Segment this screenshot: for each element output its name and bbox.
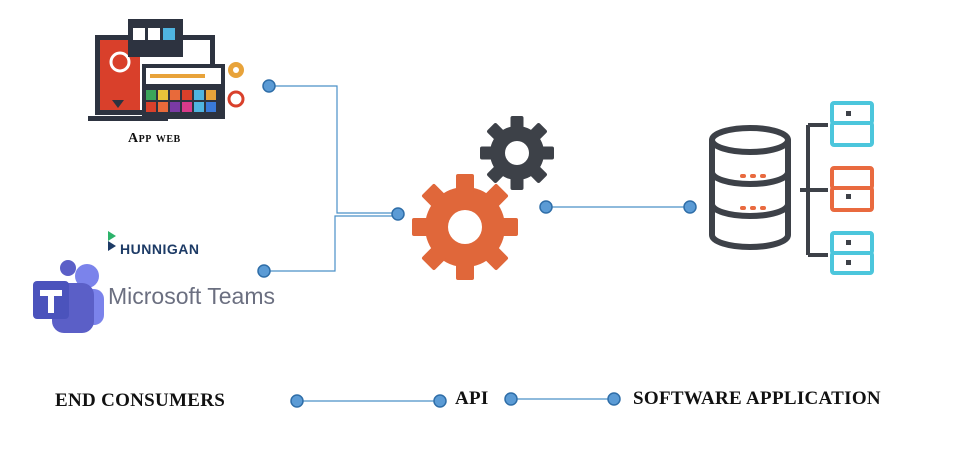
node-gear-out <box>539 200 553 214</box>
app-web-icon <box>88 19 245 121</box>
server-bottom-icon <box>830 231 874 275</box>
gear-small-icon <box>480 116 554 190</box>
gear-large-icon <box>412 174 518 280</box>
node-app <box>262 79 276 93</box>
server-top-icon <box>830 101 874 147</box>
node-api-right <box>504 392 518 406</box>
connector-nodes <box>257 79 697 408</box>
node-software <box>607 392 621 406</box>
db-bracket <box>800 123 828 257</box>
connector-teams-to-gear <box>264 215 398 272</box>
node-gear-in <box>391 207 405 221</box>
database-icon <box>709 125 791 250</box>
node-db <box>683 200 697 214</box>
end-consumers-label: END CONSUMERS <box>55 390 226 411</box>
connectors <box>264 85 828 402</box>
node-teams <box>257 264 271 278</box>
server-middle-icon <box>830 166 874 212</box>
connector-app-to-gear <box>269 85 398 214</box>
node-api-left <box>433 394 447 408</box>
api-label: API <box>455 388 489 409</box>
software-application-label: SOFTWARE APPLICATION <box>633 388 881 409</box>
node-end <box>290 394 304 408</box>
app-web-label: App web <box>128 131 181 146</box>
hunnigan-label: HUNNIGAN <box>120 241 200 257</box>
hunnigan-logo-icon <box>108 231 116 251</box>
teams-label: Microsoft Teams <box>108 283 276 309</box>
teams-logo-icon <box>33 260 104 333</box>
